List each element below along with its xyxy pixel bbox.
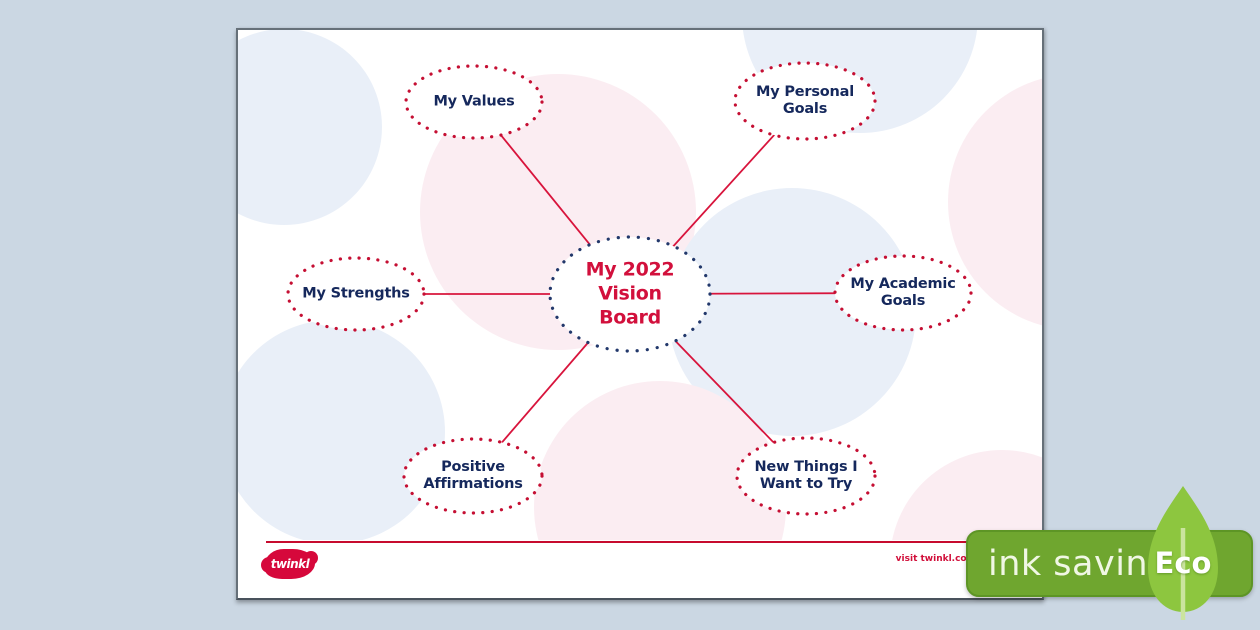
visit-twinkl-text: visit twinkl.com <box>895 554 976 564</box>
center-title-line2: Vision Board <box>598 282 662 328</box>
node-new-things-to-try: New Things I Want to Try <box>754 458 858 492</box>
twinkl-logo-text: twinkl <box>270 557 310 571</box>
worksheet-page: My 2022 Vision Board My Values My Person… <box>236 28 1044 600</box>
node-outline-new-things <box>735 436 877 516</box>
center-title-line1: My 2022 <box>585 258 675 281</box>
node-outline-positive-affirmations <box>402 437 544 515</box>
decor-circle <box>238 320 445 540</box>
node-my-values: My Values <box>433 93 515 110</box>
mindmap-graphic <box>286 61 973 516</box>
node-my-personal-goals: My Personal Goals <box>755 83 854 117</box>
node-outline-my-academic-goals <box>833 254 973 332</box>
background-pattern <box>238 30 1042 540</box>
leaf-icon <box>1148 486 1218 620</box>
node-outline-center <box>548 235 712 353</box>
node-my-academic-goals: My Academic Goals <box>850 275 956 309</box>
ink-saving-label: ink saving <box>988 544 1171 584</box>
node-my-strengths: My Strengths <box>302 285 410 302</box>
node-outline-my-values <box>404 64 544 140</box>
eco-label: Eco <box>1154 546 1212 580</box>
footer-divider <box>266 541 1018 543</box>
node-positive-affirmations: Positive Affirmations <box>423 458 523 492</box>
twinkl-logo: twinkl <box>261 549 318 579</box>
node-center-title: My 2022 Vision Board <box>565 258 695 329</box>
node-outline-my-strengths <box>286 256 426 332</box>
node-outline-my-personal-goals <box>733 61 877 141</box>
